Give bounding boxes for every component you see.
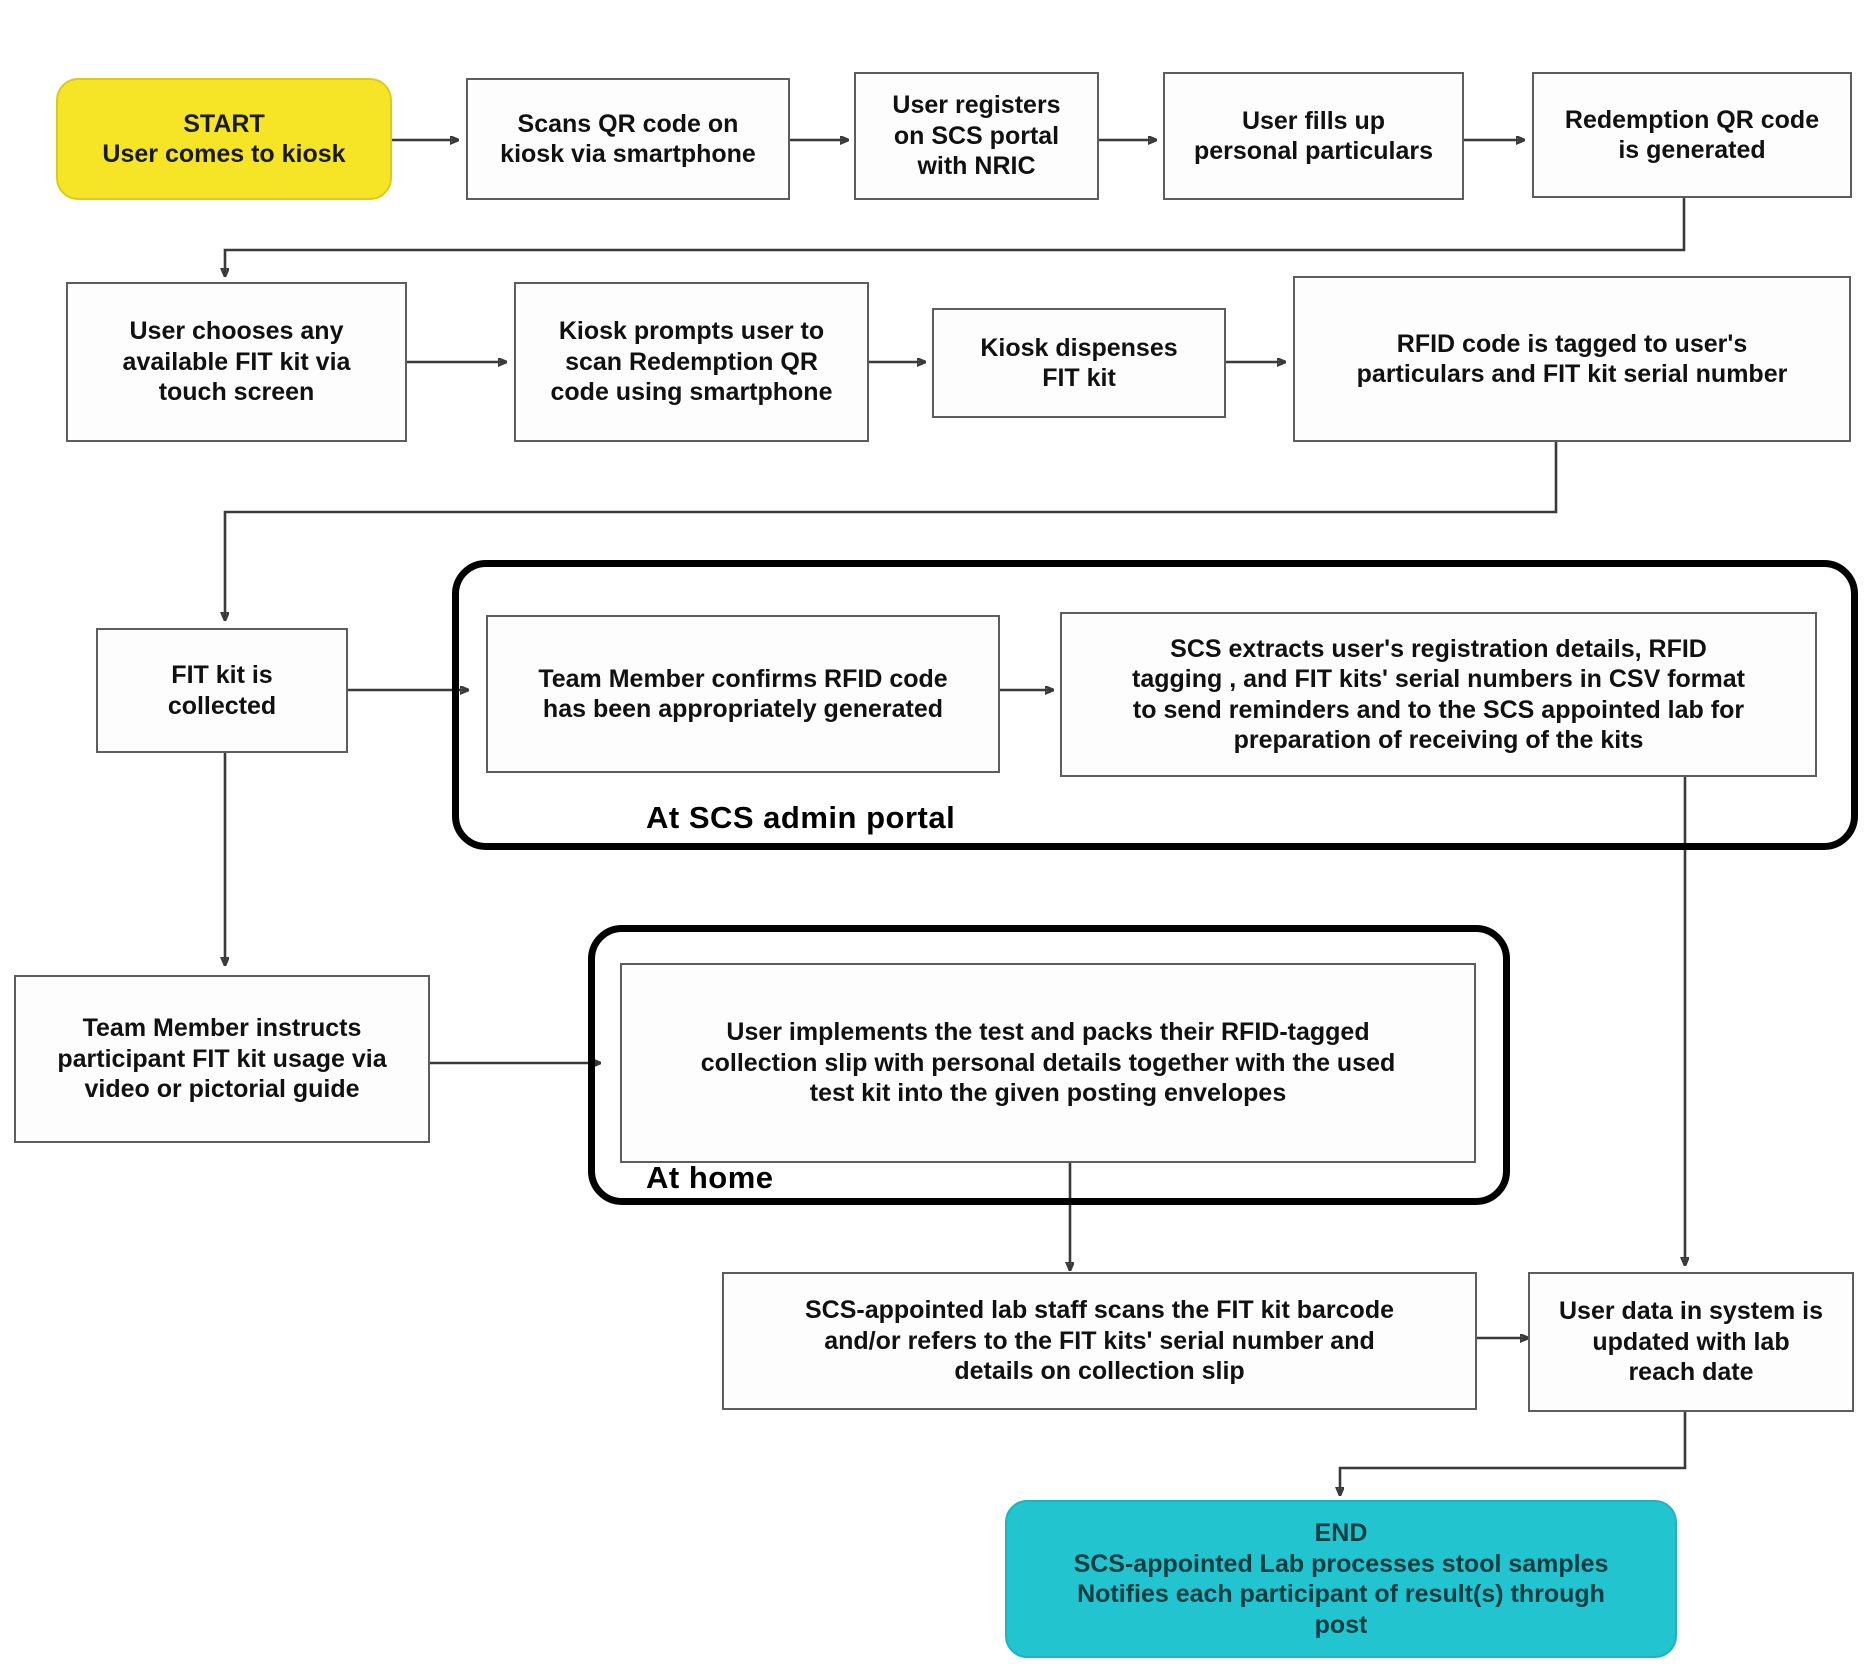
wire-redemption-to-choose (225, 198, 1686, 276)
group-scs-admin-portal-label: At SCS admin portal (640, 800, 962, 836)
node-choose-kit-label: User chooses any available FIT kit via t… (122, 317, 351, 407)
node-kiosk-prompt-label: Kiosk prompts user to scan Redemption QR… (550, 317, 833, 407)
node-instruct-usage-label: Team Member instructs participant FIT ki… (57, 1014, 387, 1104)
node-scs-extract[interactable]: SCS extracts user's registration details… (1060, 612, 1817, 777)
node-choose-kit[interactable]: User chooses any available FIT kit via t… (66, 282, 407, 442)
node-user-data-updated-label: User data in system is updated with lab … (1558, 1297, 1823, 1387)
node-rfid-tagged-label: RFID code is tagged to user's particular… (1356, 329, 1788, 389)
node-confirm-rfid-label: Team Member confirms RFID code has been … (538, 664, 948, 724)
node-user-data-updated[interactable]: User data in system is updated with lab … (1528, 1272, 1854, 1412)
node-scs-extract-label: SCS extracts user's registration details… (1132, 634, 1745, 755)
node-rfid-tagged[interactable]: RFID code is tagged to user's particular… (1293, 276, 1851, 442)
node-scan-qr[interactable]: Scans QR code on kiosk via smartphone (466, 78, 790, 200)
node-register-scs[interactable]: User registers on SCS portal with NRIC (854, 72, 1099, 200)
node-end[interactable]: END SCS-appointed Lab processes stool sa… (1005, 1500, 1677, 1658)
node-confirm-rfid[interactable]: Team Member confirms RFID code has been … (486, 615, 1000, 773)
node-redemption-qr-label: Redemption QR code is generated (1564, 105, 1820, 165)
node-kiosk-dispense[interactable]: Kiosk dispenses FIT kit (932, 308, 1226, 418)
node-user-implements-label: User implements the test and packs their… (700, 1018, 1396, 1108)
node-instruct-usage[interactable]: Team Member instructs participant FIT ki… (14, 975, 430, 1143)
node-fit-kit-collected-label: FIT kit is collected (167, 661, 277, 720)
node-lab-scan-label: SCS-appointed lab staff scans the FIT ki… (805, 1296, 1394, 1386)
wire-userdata-to-end (1340, 1412, 1687, 1495)
node-fill-particulars[interactable]: User fills up personal particulars (1163, 72, 1464, 200)
node-user-implements[interactable]: User implements the test and packs their… (620, 963, 1476, 1163)
node-end-label: END SCS-appointed Lab processes stool sa… (1073, 1519, 1609, 1639)
node-start[interactable]: START User comes to kiosk (56, 78, 392, 200)
group-at-home (588, 925, 1510, 1205)
node-scan-qr-label: Scans QR code on kiosk via smartphone (500, 109, 756, 169)
group-scs-admin-portal (452, 560, 1858, 850)
node-lab-scan[interactable]: SCS-appointed lab staff scans the FIT ki… (722, 1272, 1477, 1410)
node-kiosk-prompt[interactable]: Kiosk prompts user to scan Redemption QR… (514, 282, 869, 442)
node-redemption-qr[interactable]: Redemption QR code is generated (1532, 72, 1852, 198)
node-start-label: START User comes to kiosk (102, 109, 346, 169)
node-fill-particulars-label: User fills up personal particulars (1194, 106, 1433, 166)
group-at-home-label: At home (640, 1160, 780, 1196)
node-kiosk-dispense-label: Kiosk dispenses FIT kit (980, 333, 1178, 393)
node-fit-kit-collected[interactable]: FIT kit is collected (96, 628, 348, 753)
node-register-scs-label: User registers on SCS portal with NRIC (892, 91, 1061, 181)
